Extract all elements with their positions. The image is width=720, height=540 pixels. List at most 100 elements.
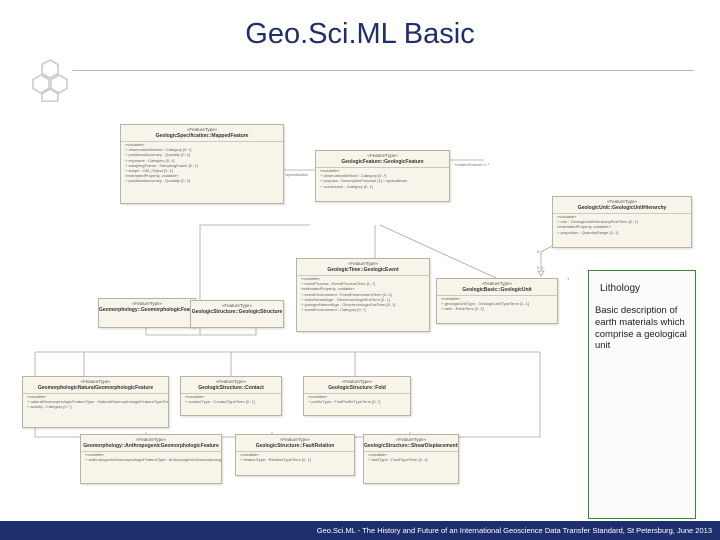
geologic-structure-name: GeologicStructure::GeologicStructure bbox=[191, 309, 283, 315]
lithology-callout: Lithology Basic description of earth mat… bbox=[588, 270, 696, 519]
class-attribute: + role : GeologicUnitHierarchyRoleTerm [… bbox=[557, 219, 638, 225]
class-geomorph-natural: «FeatureType» GeomorphologicNaturalGeomo… bbox=[22, 376, 169, 428]
class-geologic-feature-header: «FeatureType» GeologicFeature::GeologicF… bbox=[316, 151, 449, 165]
class-geologic-structure: «FeatureType» GeologicStructure::Geologi… bbox=[190, 300, 284, 328]
class-section-label: «voidable» bbox=[308, 394, 328, 399]
class-section-label: «voidable» bbox=[301, 276, 321, 281]
class-section-label: «voidable» bbox=[185, 394, 205, 399]
relation-label: 0..* bbox=[537, 249, 544, 254]
class-attribute: + anthropogenicGeomorphologicFeatureType… bbox=[85, 457, 222, 463]
relation-label: +relatedFeature 0..* bbox=[454, 162, 490, 167]
class-section-label: «voidable» bbox=[320, 168, 340, 173]
shear-displacement-name: GeologicStructure::ShearDisplacementStru… bbox=[364, 443, 458, 449]
class-section-label: «voidable» bbox=[27, 394, 47, 399]
class-attribute: + occurrence : Category [0..1] bbox=[320, 183, 373, 189]
class-divider bbox=[23, 393, 168, 394]
relation-label: 1 bbox=[567, 276, 570, 281]
structure-contact-stereotype: «FeatureType» bbox=[215, 379, 247, 384]
class-geologic-event-header: «FeatureType» GeologicTime::GeologicEven… bbox=[297, 259, 429, 273]
structure-fold-stereotype: «FeatureType» bbox=[341, 379, 373, 384]
title-rule bbox=[72, 70, 694, 71]
class-attribute: + samplingFrame : SamplingFrame [0..1] bbox=[125, 162, 198, 168]
class-attribute: + observationMethod : Category [0..*] bbox=[320, 173, 387, 179]
class-divider bbox=[304, 393, 410, 394]
class-attribute: + observationMethod : Category [0..*] bbox=[125, 147, 192, 153]
class-attribute: + exposure : Category [0..1] bbox=[125, 157, 175, 163]
geologic-structure-stereotype: «FeatureType» bbox=[221, 303, 253, 308]
class-section-label: «voidable» bbox=[368, 452, 388, 457]
geologic-event-name: GeologicTime::GeologicEvent bbox=[327, 267, 399, 273]
lithology-description: Basic description of earth materials whi… bbox=[595, 305, 687, 352]
geologic-feature-stereotype: «FeatureType» bbox=[367, 153, 398, 158]
class-attribute: + shape : GM_Object [0..1] bbox=[125, 168, 173, 174]
relation-label: +specification bbox=[284, 172, 309, 177]
class-attribute: + geologicUnitType : GeologicUnitTypeTer… bbox=[441, 301, 529, 307]
class-anthropogenic: «FeatureType» Geomorphology::Anthropogen… bbox=[80, 434, 222, 484]
class-structure-contact: «FeatureType» GeologicStructure::Contact… bbox=[180, 376, 282, 416]
geomorphologic-feature-name: Geomorphology::GeomorphologicFeature bbox=[99, 307, 196, 313]
geologic-unit-hierarchy-stereotype: «FeatureType» bbox=[606, 199, 638, 204]
class-attribute: + positionalAccuracy : Quantity [0..1] bbox=[125, 178, 191, 184]
class-divider bbox=[437, 295, 557, 296]
class-divider bbox=[121, 141, 283, 142]
class-geologic-unit-hierarchy: «FeatureType» GeologicUnit::GeologicUnit… bbox=[552, 196, 692, 248]
footer-bar: Geo.Sci.ML - The History and Future of a… bbox=[0, 521, 720, 540]
relation-label: 0..1 bbox=[537, 265, 544, 270]
class-geologic-event: «FeatureType» GeologicTime::GeologicEven… bbox=[296, 258, 430, 332]
class-divider bbox=[236, 451, 354, 452]
class-attribute: + faultType : FaultTypeTerm [0..1] bbox=[368, 457, 428, 463]
class-geomorphologic-feature-header: «FeatureType» Geomorphology::Geomorpholo… bbox=[99, 299, 195, 313]
class-attribute: + eventEnvironment : EventEnvironmentTer… bbox=[301, 291, 392, 297]
class-shear-displacement: «FeatureType» GeologicStructure::ShearDi… bbox=[363, 434, 459, 484]
class-attribute: + contactType : ContactTypeTerm [0..1] bbox=[185, 399, 255, 405]
structure-contact-name: GeologicStructure::Contact bbox=[198, 385, 264, 391]
geologic-unit-stereotype: «FeatureType» bbox=[481, 281, 513, 286]
class-divider bbox=[553, 213, 691, 214]
class-geomorphologic-feature: «FeatureType» Geomorphology::Geomorpholo… bbox=[98, 298, 196, 328]
class-structure-fold-header: «FeatureType» GeologicStructure::Fold bbox=[304, 377, 410, 391]
class-mapped-feature: «FeatureType» GeologicSpecification::Map… bbox=[120, 124, 284, 204]
class-geologic-unit: «FeatureType» GeologicBasic::GeologicUni… bbox=[436, 278, 558, 324]
class-attribute: + olderNamedAge : GeochronologicEraTerm … bbox=[301, 296, 390, 302]
structure-fold-name: GeologicStructure::Fold bbox=[328, 385, 386, 391]
class-attribute: + activity : Category [0..*] bbox=[27, 404, 72, 410]
geologic-event-stereotype: «FeatureType» bbox=[347, 261, 379, 266]
geomorph-natural-name: GeomorphologicNaturalGeomorphologicFeatu… bbox=[37, 385, 154, 391]
anthropogenic-name: Geomorphology::AnthropogenicGeomorpholog… bbox=[83, 443, 219, 449]
class-structure-contact-header: «FeatureType» GeologicStructure::Contact bbox=[181, 377, 281, 391]
class-section-label: «voidable» bbox=[240, 452, 260, 457]
class-geomorph-natural-header: «FeatureType» GeomorphologicNaturalGeomo… bbox=[23, 377, 168, 391]
class-section-label: «estimatedProperty, voidable» bbox=[125, 173, 179, 179]
class-geologic-unit-hierarchy-header: «FeatureType» GeologicUnit::GeologicUnit… bbox=[553, 197, 691, 211]
mapped-feature-stereotype: «FeatureType» bbox=[186, 127, 218, 132]
class-divider bbox=[297, 275, 429, 276]
lithology-heading: Lithology bbox=[600, 283, 641, 294]
class-section-label: «estimatedProperty, voidable» bbox=[301, 286, 355, 292]
class-section-label: «voidable» bbox=[441, 296, 461, 301]
class-attribute: + proportion : QuantityRange [0..1] bbox=[557, 229, 619, 235]
geologic-unit-hierarchy-name: GeologicUnit::GeologicUnitHierarchy bbox=[577, 205, 667, 211]
shear-displacement-stereotype: «FeatureType» bbox=[395, 437, 427, 442]
class-section-label: «estimatedProperty, voidable» bbox=[557, 224, 611, 230]
class-fault-relation-header: «FeatureType» GeologicStructure::FaultRe… bbox=[236, 435, 354, 449]
geomorphologic-feature-stereotype: «FeatureType» bbox=[131, 301, 163, 306]
class-divider bbox=[316, 167, 449, 168]
class-divider bbox=[364, 451, 458, 452]
class-mapped-feature-header: «FeatureType» GeologicSpecification::Map… bbox=[121, 125, 283, 139]
class-attribute: + rank : RankTerm [0..1] bbox=[441, 306, 484, 312]
class-geologic-unit-header: «FeatureType» GeologicBasic::GeologicUni… bbox=[437, 279, 557, 293]
class-attribute: + naturalGeomorphologicFeatureType : Nat… bbox=[27, 399, 169, 405]
class-attribute: + eventProcess : EventProcessTerm [1..*] bbox=[301, 281, 375, 287]
class-attribute: + profileType : FoldProfileTypeTerm [0..… bbox=[308, 399, 381, 405]
footer-text: Geo.Sci.ML - The History and Future of a… bbox=[316, 526, 712, 535]
geologic-feature-name: GeologicFeature::GeologicFeature bbox=[341, 159, 424, 165]
hexagon-logo-icon bbox=[32, 59, 68, 102]
class-divider bbox=[81, 451, 221, 452]
slide-title: Geo.Sci.ML Basic bbox=[245, 18, 475, 50]
class-attribute: + relationType : RelationTypeTerm [0..1] bbox=[240, 457, 311, 463]
class-attribute: + purpose : DescriptionPurpose [1] = typ… bbox=[320, 178, 408, 184]
class-fault-relation: «FeatureType» GeologicStructure::FaultRe… bbox=[235, 434, 355, 476]
fault-relation-name: GeologicStructure::FaultRelation bbox=[255, 443, 335, 449]
geomorph-natural-stereotype: «FeatureType» bbox=[80, 379, 111, 384]
class-section-label: «voidable» bbox=[557, 214, 577, 219]
